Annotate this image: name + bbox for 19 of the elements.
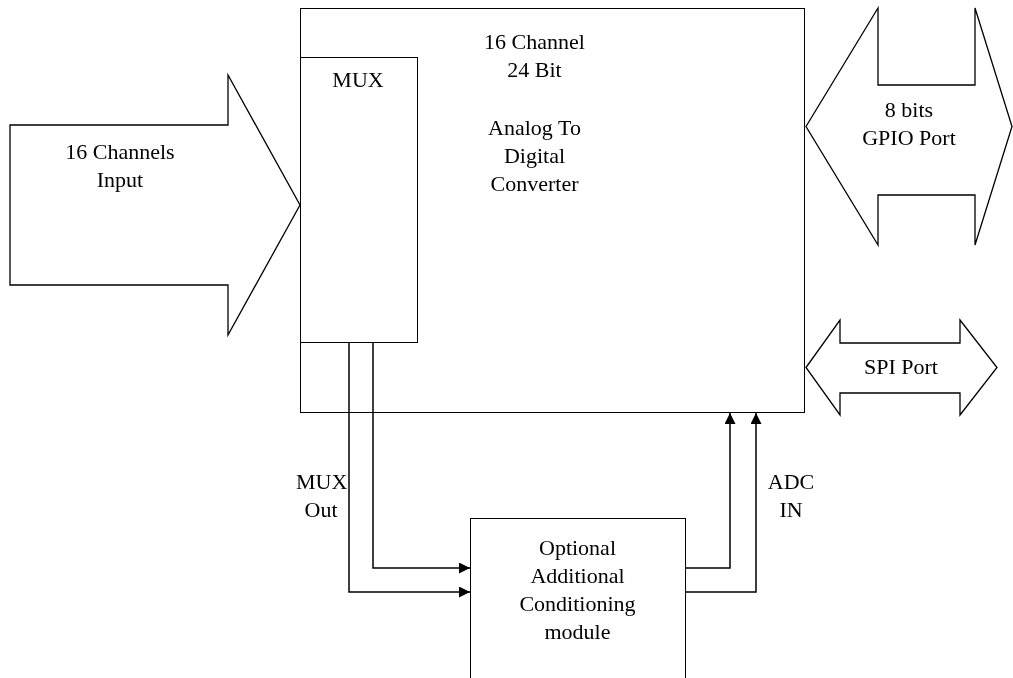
arrow bbox=[372, 342, 471, 574]
signal-label: ADC IN bbox=[766, 468, 816, 524]
process-box bbox=[470, 518, 686, 678]
arrow bbox=[685, 412, 736, 569]
block-arrow bbox=[806, 320, 997, 415]
node-label: Optional Additional Conditioning module bbox=[518, 533, 637, 646]
node-label: 8 bits GPIO Port bbox=[861, 96, 957, 152]
node-label: 16 Channels Input bbox=[64, 138, 176, 194]
signal-label: MUX Out bbox=[296, 468, 346, 524]
arrow bbox=[348, 342, 471, 598]
process-box bbox=[299, 56, 418, 343]
block-arrow bbox=[806, 8, 1012, 245]
node-label: MUX bbox=[331, 66, 385, 94]
node-label: Analog To Digital Converter bbox=[487, 113, 582, 198]
arrow bbox=[685, 412, 762, 593]
node-label: 16 Channel 24 Bit bbox=[483, 27, 586, 84]
block-arrow bbox=[10, 75, 300, 335]
node-label: SPI Port bbox=[863, 353, 939, 381]
process-box bbox=[300, 8, 805, 413]
